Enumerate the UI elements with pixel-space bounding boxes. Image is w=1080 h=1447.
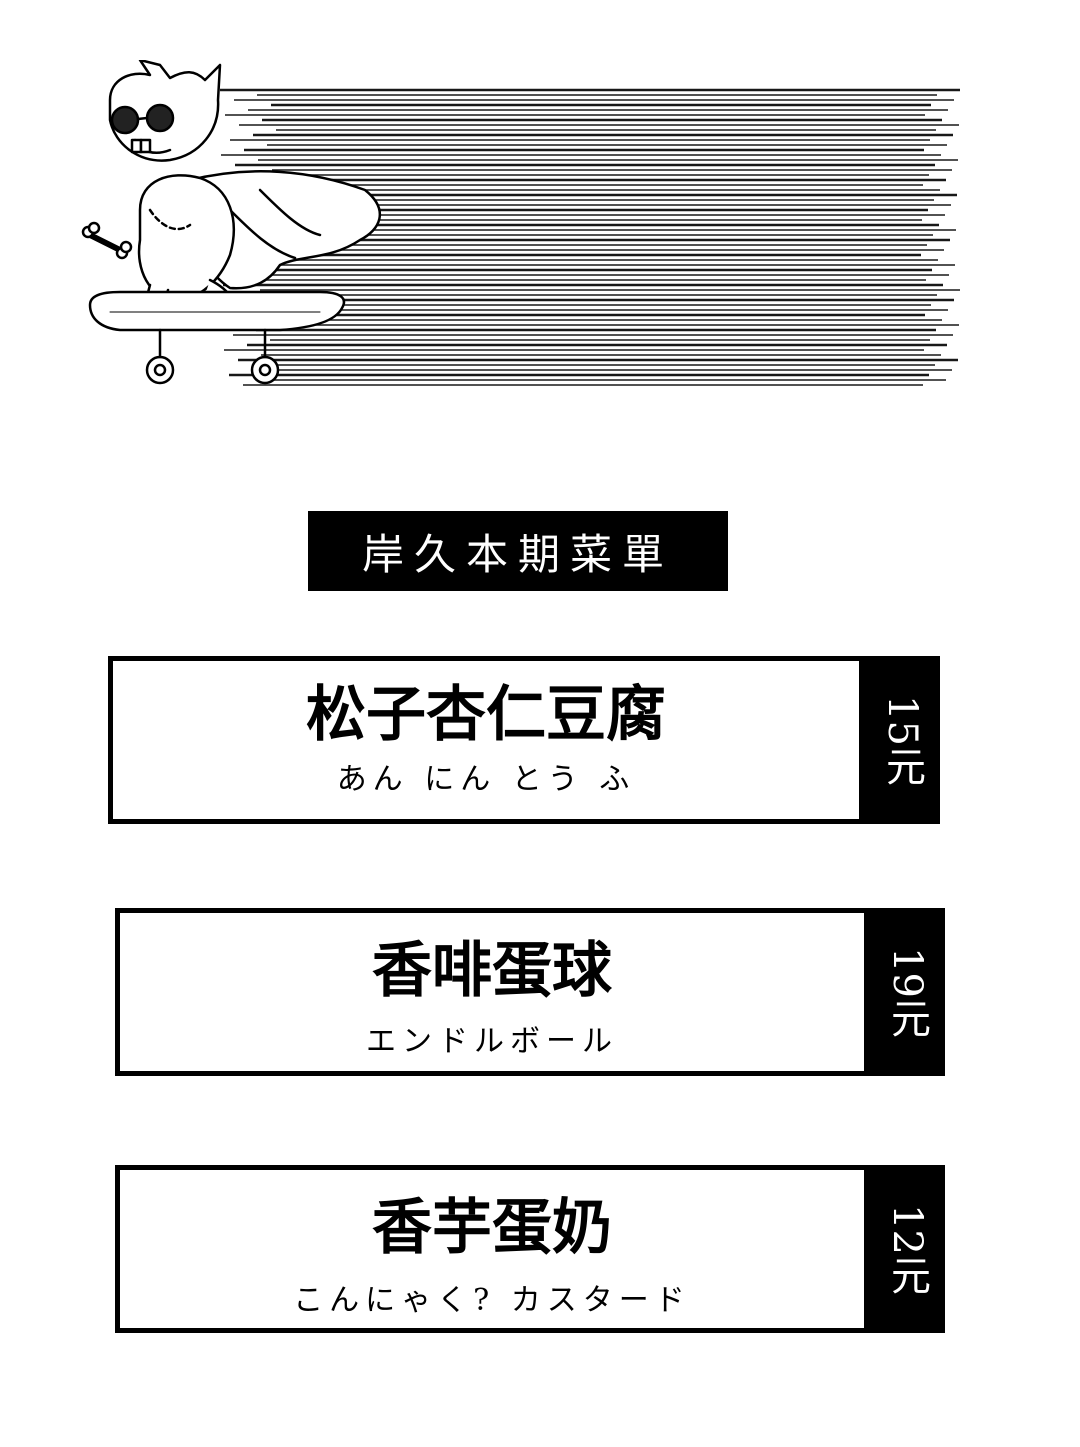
dish-reading: エンドルボール <box>366 1024 618 1059</box>
menu-title-banner: 岸久本期菜單 <box>308 511 728 591</box>
menu-item-frame: 松子杏仁豆腐 あん にん とう ふ <box>108 656 864 824</box>
menu-item-frame: 香啡蛋球 エンドルボール <box>115 908 869 1076</box>
dog-figure <box>81 60 382 385</box>
dish-price: 15元 <box>879 694 925 786</box>
menu-title-text: 岸久本期菜單 <box>361 529 674 579</box>
dish-name: 松子杏仁豆腐 <box>306 680 666 750</box>
dish-price: 19元 <box>884 946 930 1038</box>
dish-reading: あん にん とう ふ <box>336 762 636 797</box>
dish-price: 12元 <box>884 1203 930 1295</box>
price-tab: 12元 <box>869 1165 945 1333</box>
menu-item: 松子杏仁豆腐 あん にん とう ふ 15元 <box>108 656 940 824</box>
price-tab: 15元 <box>864 656 940 824</box>
speed-lines <box>220 88 960 386</box>
dish-name: 香芋蛋奶 <box>372 1193 612 1263</box>
menu-item: 香啡蛋球 エンドルボール 19元 <box>115 908 945 1076</box>
dish-name: 香啡蛋球 <box>372 936 612 1006</box>
dish-reading: こんにゃく? カスタード <box>293 1283 691 1318</box>
menu-item-frame: 香芋蛋奶 こんにゃく? カスタード <box>115 1165 869 1333</box>
menu-item: 香芋蛋奶 こんにゃく? カスタード 12元 <box>115 1165 945 1333</box>
price-tab: 19元 <box>869 908 945 1076</box>
skateboard-dog-illustration <box>81 60 960 386</box>
